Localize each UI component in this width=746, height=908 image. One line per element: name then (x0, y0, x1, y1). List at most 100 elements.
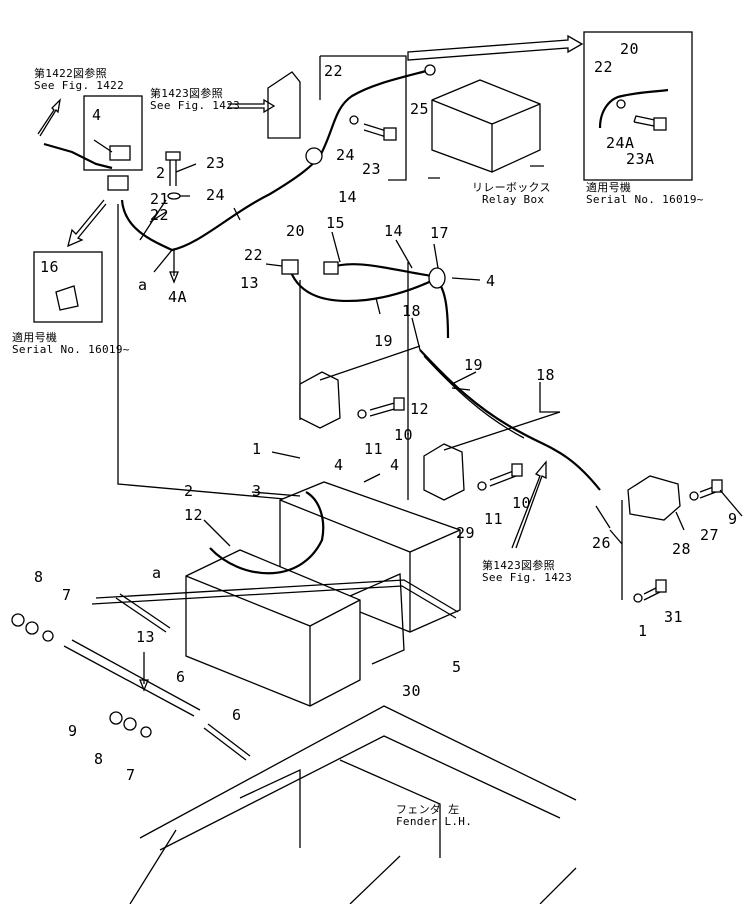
bolt-head-inset (653, 117, 667, 131)
part-number: 18 (536, 366, 556, 384)
fig1423-ref-top-en: See Fig. 1423 (150, 99, 240, 112)
bolt-23-mid (169, 160, 177, 186)
cable-29 (595, 500, 623, 600)
part-number: 6 (176, 668, 186, 686)
part-number: 19 (374, 332, 394, 350)
terminal-25 (424, 64, 436, 76)
harness-18-b (423, 355, 525, 439)
inset-box-4a (33, 251, 103, 323)
relay-arm-upper (319, 345, 421, 381)
nut-9-d (123, 717, 137, 731)
part-26 (627, 475, 681, 521)
washer-8-low (140, 726, 152, 738)
inset-box-top (320, 55, 407, 181)
part-number: 17 (430, 224, 450, 242)
part-number: 13 (136, 628, 156, 646)
bolt-11-upper-head (393, 397, 405, 411)
washer-31 (633, 593, 643, 603)
washer-12-lower (477, 481, 487, 491)
arrow-to-inset (407, 34, 584, 61)
harness-inset (598, 88, 669, 129)
washer-24-top (349, 115, 359, 125)
part-number: 15 (326, 214, 346, 232)
part-number: 16 (40, 258, 60, 276)
part-number: 14 (384, 222, 404, 240)
grommet-14-top (305, 147, 323, 165)
part-number: a (152, 564, 162, 582)
part-number: 24A (606, 134, 635, 152)
part-number: 4 (334, 456, 344, 474)
connector-4-mid (281, 259, 299, 275)
part-number: 2 (184, 482, 194, 500)
part-number: 22 (150, 206, 170, 224)
nut-9-b (25, 621, 39, 635)
inset-box-right (583, 31, 693, 181)
part-number: 27 (700, 526, 720, 544)
part-number: a (138, 276, 148, 294)
part-number: 29 (456, 524, 476, 542)
part-number: 18 (402, 302, 422, 320)
part-number: 22 (244, 246, 264, 264)
part-number: 7 (126, 766, 136, 784)
part-number: 31 (664, 608, 684, 626)
connector-4 (107, 175, 129, 191)
part-number: 25 (410, 100, 430, 118)
part-number: 4 (390, 456, 400, 474)
part-number: 5 (452, 658, 462, 676)
fig1423-ref-mid-en: See Fig. 1423 (482, 571, 572, 584)
part-number: 13 (240, 274, 260, 292)
bolt-7-low (203, 723, 251, 761)
relay-arm-lower (443, 411, 561, 451)
part-number: 23A (626, 150, 655, 168)
battery-front (185, 549, 361, 707)
part-number: 3 (252, 482, 262, 500)
part-number: 8 (94, 750, 104, 768)
part-number: 22 (324, 62, 344, 80)
serial-left-en: Serial No. 16019~ (12, 343, 130, 356)
terminal-16 (323, 261, 339, 275)
part-number: 26 (592, 534, 612, 552)
part-number: 9 (68, 722, 78, 740)
part-number: 1 (638, 622, 648, 640)
washer-inset (616, 99, 626, 109)
arrow-a-head (169, 271, 179, 284)
arrow-a-low-head (139, 679, 149, 692)
serial-right-jp: 適用号機 (586, 181, 632, 194)
cable-13-lower (209, 491, 325, 575)
serial-right-en: Serial No. 16019~ (586, 193, 704, 206)
fender-en: Fender L.H. (396, 815, 473, 828)
fig1423-ref-mid-jp: 第1423図参照 (482, 559, 555, 572)
washer-12-upper (357, 409, 367, 419)
ground-cable-long (117, 204, 297, 501)
part-number: 8 (34, 568, 44, 586)
arrow-fig1423 (228, 98, 276, 114)
part-number: 4 (92, 106, 102, 124)
part-number: 7 (62, 586, 72, 604)
part-number: 4 (486, 272, 496, 290)
relay-box (431, 79, 541, 173)
fig1422-ref-jp: 第1422図参照 (34, 67, 107, 80)
fender-jp: フェンダ 左 (396, 803, 460, 816)
bolt-27-head (711, 479, 723, 493)
leader-lines (93, 139, 743, 547)
battery-relay-10-upper (299, 371, 341, 429)
part-number: 9 (728, 510, 738, 528)
part-number: 20 (620, 40, 640, 58)
cable-fig1422 (43, 142, 113, 170)
part-number: 22 (594, 58, 614, 76)
part-number: 2 (156, 164, 166, 182)
part-number: 4A (168, 288, 188, 306)
part-number: 1 (252, 440, 262, 458)
bracket-top (267, 71, 301, 139)
bolt-30-head (655, 579, 667, 593)
part-number: 20 (286, 222, 306, 240)
bolt-11-lower-head (511, 463, 523, 477)
part-number: 14 (338, 188, 358, 206)
bolt-7-top (115, 593, 171, 633)
fig1423-ref-top-jp: 第1423図参照 (150, 87, 223, 100)
harness-13 (288, 269, 443, 303)
part-number: 6 (232, 706, 242, 724)
nut-9-c (109, 711, 123, 725)
